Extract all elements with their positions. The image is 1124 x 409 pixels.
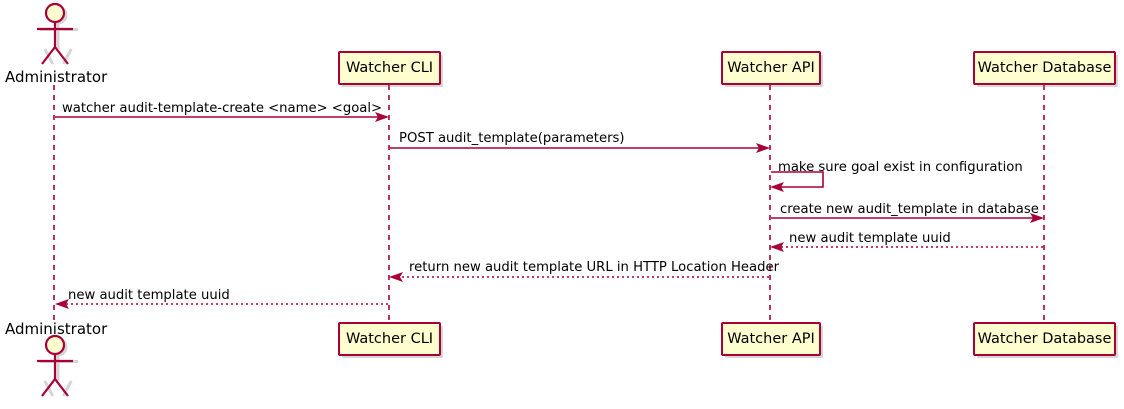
- participant-box-watcher-api-top[interactable]: [721, 51, 823, 87]
- actor-leg-left-top: [41, 46, 56, 65]
- message-arrow-6: [389, 272, 769, 282]
- participant-box-watcher-database-top[interactable]: [973, 51, 1118, 87]
- message-label-3: make sure goal exist in configuration: [778, 160, 1023, 175]
- message-arrow-3-self: [770, 171, 824, 192]
- participant-label-watcher-database-bottom[interactable]: Watcher Database: [977, 331, 1112, 347]
- message-arrow-1: [55, 112, 389, 122]
- message-arrow-4: [771, 213, 1044, 223]
- actor-administrator-bottom: [37, 334, 78, 397]
- actor-head-bottom: [44, 334, 66, 356]
- participant-box-watcher-api-bottom[interactable]: [721, 322, 823, 358]
- message-label-6: return new audit template URL in HTTP Lo…: [409, 260, 780, 275]
- actor-head-top: [44, 2, 66, 24]
- message-label-2: POST audit_template(parameters): [399, 131, 625, 146]
- participant-label-watcher-database-top[interactable]: Watcher Database: [977, 60, 1112, 76]
- participant-label-watcher-cli-top[interactable]: Watcher CLI: [345, 60, 434, 76]
- actor-leg-right-bottom: [54, 378, 69, 397]
- actor-label-administrator-bottom: Administrator: [5, 320, 108, 338]
- actor-leg-right-top: [54, 46, 69, 65]
- participant-label-watcher-api-bottom[interactable]: Watcher API: [727, 331, 815, 347]
- participant-box-watcher-database-bottom[interactable]: [973, 322, 1118, 358]
- message-arrow-7: [55, 299, 388, 309]
- participant-label-watcher-cli-bottom[interactable]: Watcher CLI: [345, 331, 434, 347]
- actor-leg-left-bottom: [41, 378, 56, 397]
- message-arrow-5: [770, 242, 1043, 252]
- message-arrow-2: [390, 143, 770, 153]
- actor-label-administrator-top: Administrator: [5, 68, 108, 86]
- message-label-5: new audit template uuid: [789, 231, 951, 246]
- message-label-4: create new audit_template in database: [780, 202, 1039, 217]
- participant-box-watcher-cli-top[interactable]: [338, 51, 443, 87]
- participant-label-watcher-api-top[interactable]: Watcher API: [727, 60, 815, 76]
- message-label-7: new audit template uuid: [68, 288, 230, 303]
- participant-box-watcher-cli-bottom[interactable]: [338, 322, 443, 358]
- actor-administrator-top: [37, 2, 78, 65]
- message-label-1: watcher audit-template-create <name> <go…: [62, 101, 383, 116]
